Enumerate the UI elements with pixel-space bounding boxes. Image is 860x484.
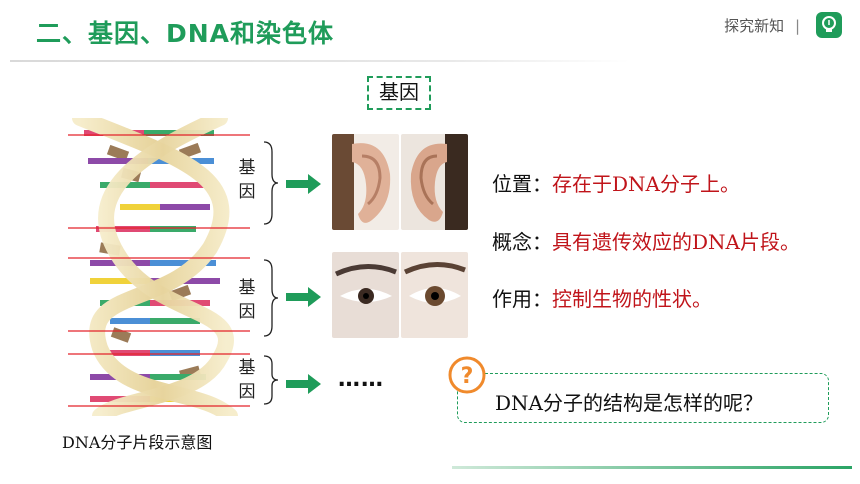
arrow-right-icon bbox=[286, 287, 321, 307]
brace-label-2-top: 基 bbox=[238, 278, 256, 298]
ear-photo-2 bbox=[401, 134, 468, 230]
brace-label-2-bottom: 因 bbox=[238, 302, 256, 322]
question-callout bbox=[457, 373, 829, 423]
brace-1 bbox=[263, 141, 279, 225]
info-position-key: 位置： bbox=[492, 172, 552, 196]
brace-label-1: 基 因 bbox=[237, 156, 257, 204]
info-function-value: 控制生物的性状。 bbox=[552, 287, 712, 311]
info-concept-value: 具有遗传效应的DNA片段。 bbox=[552, 230, 800, 254]
eye-photo-1 bbox=[332, 252, 399, 338]
info-position: 位置：存在于DNA分子上。 bbox=[492, 168, 740, 197]
dna-figure-caption: DNA分子片段示意图 bbox=[62, 433, 213, 452]
info-concept: 概念：具有遗传效应的DNA片段。 bbox=[492, 226, 800, 255]
info-function: 作用：控制生物的性状。 bbox=[492, 283, 712, 312]
page-title: 二、基因、DNA和染色体 bbox=[36, 19, 335, 48]
brace-3 bbox=[263, 355, 279, 405]
brace-label-3-top: 基 bbox=[238, 358, 256, 378]
ellipsis: …… bbox=[338, 367, 384, 392]
question-text: DNA分子的结构是怎样的呢？ bbox=[495, 391, 763, 415]
brace-label-1-bottom: 因 bbox=[238, 182, 256, 202]
arrow-right-icon bbox=[286, 174, 321, 194]
info-concept-key: 概念： bbox=[492, 230, 552, 254]
svg-text:?: ? bbox=[461, 364, 474, 389]
title-divider bbox=[10, 60, 630, 62]
footer-divider bbox=[452, 466, 852, 469]
question-icon: ? bbox=[448, 356, 486, 394]
brace-label-2: 基 因 bbox=[237, 276, 257, 324]
ear-photo-1 bbox=[332, 134, 399, 230]
brace-label-3: 基 因 bbox=[237, 356, 257, 404]
brace-label-1-top: 基 bbox=[238, 158, 256, 178]
brace-2 bbox=[263, 259, 279, 337]
section-label-text: 探究新知 bbox=[724, 17, 785, 35]
section-label: 探究新知 | bbox=[724, 15, 800, 36]
info-function-key: 作用： bbox=[492, 287, 552, 311]
arrow-right-icon bbox=[286, 374, 321, 394]
brace-label-3-bottom: 因 bbox=[238, 382, 256, 402]
section-separator: | bbox=[794, 17, 800, 35]
eye-photo-2 bbox=[401, 252, 468, 338]
info-position-value: 存在于DNA分子上。 bbox=[552, 172, 740, 196]
lightbulb-icon bbox=[816, 12, 842, 38]
gene-label-box: 基因 bbox=[367, 76, 431, 110]
dna-helix-illustration bbox=[68, 118, 250, 416]
